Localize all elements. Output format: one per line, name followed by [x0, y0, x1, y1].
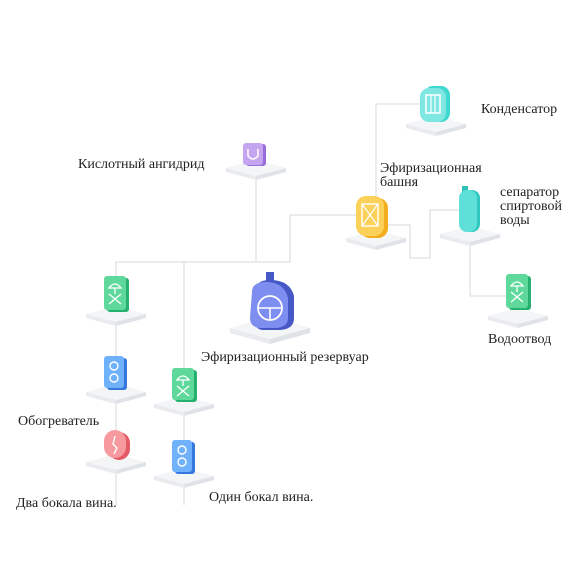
separator-label-line2: спиртовой: [500, 199, 562, 214]
separator-label-line3: воды: [500, 213, 530, 228]
acid-anhydride-icon: [243, 143, 266, 166]
alcohol-water-separator-icon: [459, 186, 480, 232]
condenser-icon: [420, 86, 450, 122]
separator-label-line1: сепаратор: [500, 185, 560, 200]
valve-icon: [172, 368, 197, 402]
drain-label: Водоотвод: [488, 332, 552, 347]
heater-icon: [104, 356, 127, 390]
heater-label: Обогреватель: [18, 414, 100, 429]
esterification-reservoir-icon: [250, 272, 294, 330]
esterification-tower-icon: [356, 196, 388, 238]
drain-valve-icon: [506, 274, 531, 310]
reservoir-label: Эфиризационный резервуар: [201, 350, 369, 365]
heater-icon: [172, 440, 195, 474]
two-glasses-label: Два бокала вина.: [16, 496, 117, 511]
tower-label-line1: Эфиризационная: [380, 161, 482, 176]
condenser-label: Конденсатор: [481, 102, 558, 117]
pressure-gauge-icon: [104, 430, 130, 460]
valve-icon: [104, 276, 129, 312]
tower-label-line2: башня: [380, 175, 419, 190]
one-glass-label: Один бокал вина.: [209, 490, 314, 505]
acid-anhydride-label: Кислотный ангидрид: [78, 157, 205, 172]
